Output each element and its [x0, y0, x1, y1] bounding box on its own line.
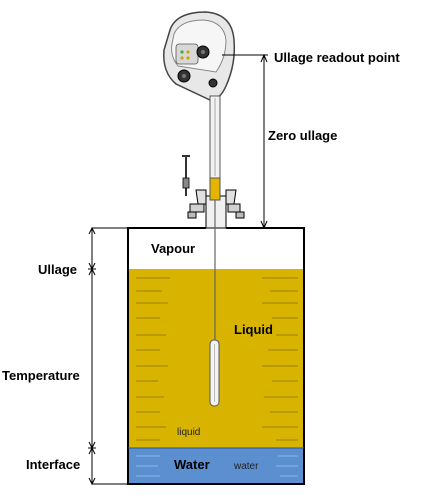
liquid-layer-lines: [136, 277, 298, 441]
label-water: Water: [174, 457, 210, 472]
label-liquid: Liquid: [234, 322, 273, 337]
label-ullage-readout-point: Ullage readout point: [274, 50, 400, 65]
water-layer-lines: [136, 455, 298, 477]
label-vapour: Vapour: [151, 241, 195, 256]
label-temperature: Temperature: [2, 368, 80, 383]
label-liquid-small: liquid: [177, 427, 200, 438]
tank: [127, 227, 305, 485]
label-water-small: water: [233, 461, 259, 472]
left-dimension-lines: [88, 226, 128, 486]
vapour-lock-valve-icon: [182, 155, 245, 229]
label-zero-ullage: Zero ullage: [268, 128, 337, 143]
temperature-sensor-probe-icon: [209, 339, 220, 407]
zero-ullage-dimension: [222, 53, 304, 230]
label-ullage: Ullage: [38, 262, 77, 277]
portable-ullage-gauge-icon: [163, 11, 236, 201]
label-interface: Interface: [26, 457, 80, 472]
